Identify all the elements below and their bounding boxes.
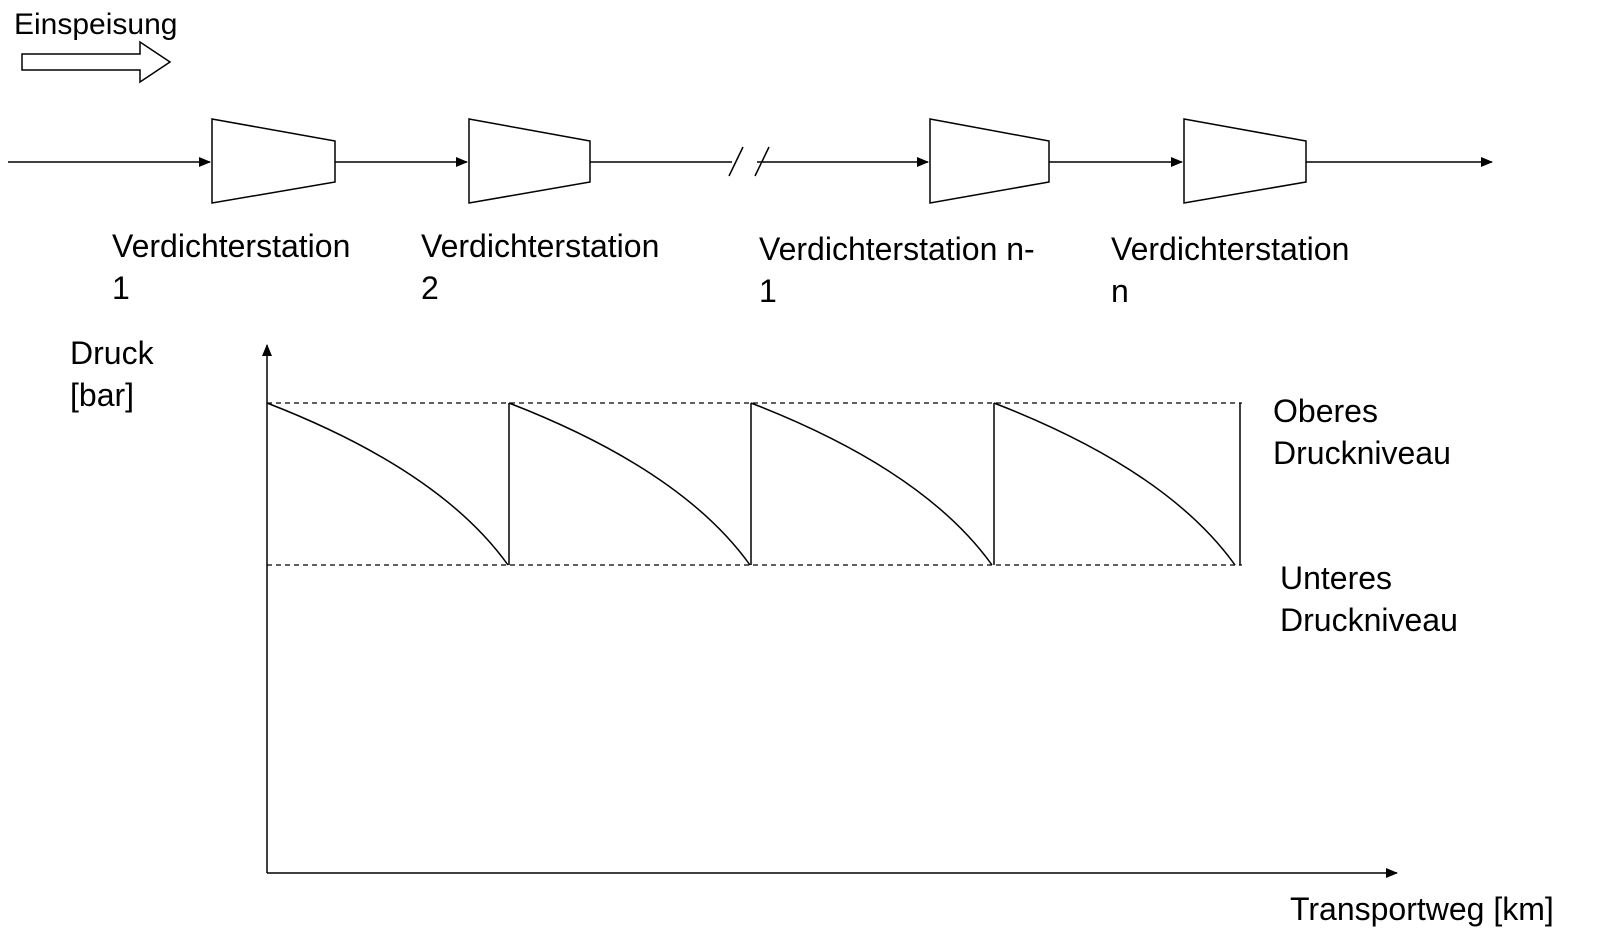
station-2-label-line1: Verdichterstation: [421, 228, 660, 264]
pipeline-break-icon: [728, 146, 770, 177]
compressor-station-1-icon: [211, 118, 336, 204]
compressor-station-n-1-icon: [929, 118, 1050, 204]
station-n-label: Verdichterstation n: [1111, 228, 1349, 312]
upper-pressure-level-label: Oberes Druckniveau: [1273, 390, 1451, 474]
station-1-label-line1: Verdichterstation: [112, 228, 351, 264]
station-1-label-line2: 1: [112, 270, 130, 306]
pressure-drop-curve-1: [266, 402, 509, 566]
pressure-drop-curve-3: [750, 402, 993, 566]
upper-pressure-level-label-line1: Oberes: [1273, 393, 1378, 429]
station-1-label: Verdichterstation 1: [112, 225, 350, 309]
pressure-profile: [266, 402, 1241, 566]
station-2-label: Verdichterstation 2: [421, 225, 659, 309]
lower-pressure-level-label: Unteres Druckniveau: [1280, 557, 1458, 641]
station-n-label-line2: n: [1111, 273, 1129, 309]
upper-pressure-level-label-line2: Druckniveau: [1273, 435, 1451, 471]
pressure-drop-curve-2: [508, 402, 751, 566]
compressor-station-n-icon: [1183, 118, 1307, 204]
station-n-1-label-line2: 1: [759, 273, 777, 309]
feed-label: Einspeisung: [14, 8, 178, 41]
lower-pressure-level-label-line1: Unteres: [1280, 560, 1393, 596]
station-2-label-line2: 2: [421, 270, 439, 306]
station-n-1-label-line1: Verdichterstation n-: [759, 231, 1035, 267]
x-axis-label: Transportweg [km]: [1290, 891, 1554, 927]
compressor-station-2-icon: [468, 118, 591, 204]
y-axis-label-line1: Druck: [70, 335, 154, 371]
station-n-label-line1: Verdichterstation: [1111, 231, 1350, 267]
lower-pressure-level-label-line2: Druckniveau: [1280, 602, 1458, 638]
pressure-drop-curve-4: [993, 402, 1236, 566]
station-n-1-label: Verdichterstation n- 1: [759, 228, 1035, 312]
feed-arrow-icon: [21, 40, 172, 84]
y-axis-label-line2: [bar]: [70, 377, 135, 413]
y-axis-label: Druck [bar]: [70, 332, 154, 416]
